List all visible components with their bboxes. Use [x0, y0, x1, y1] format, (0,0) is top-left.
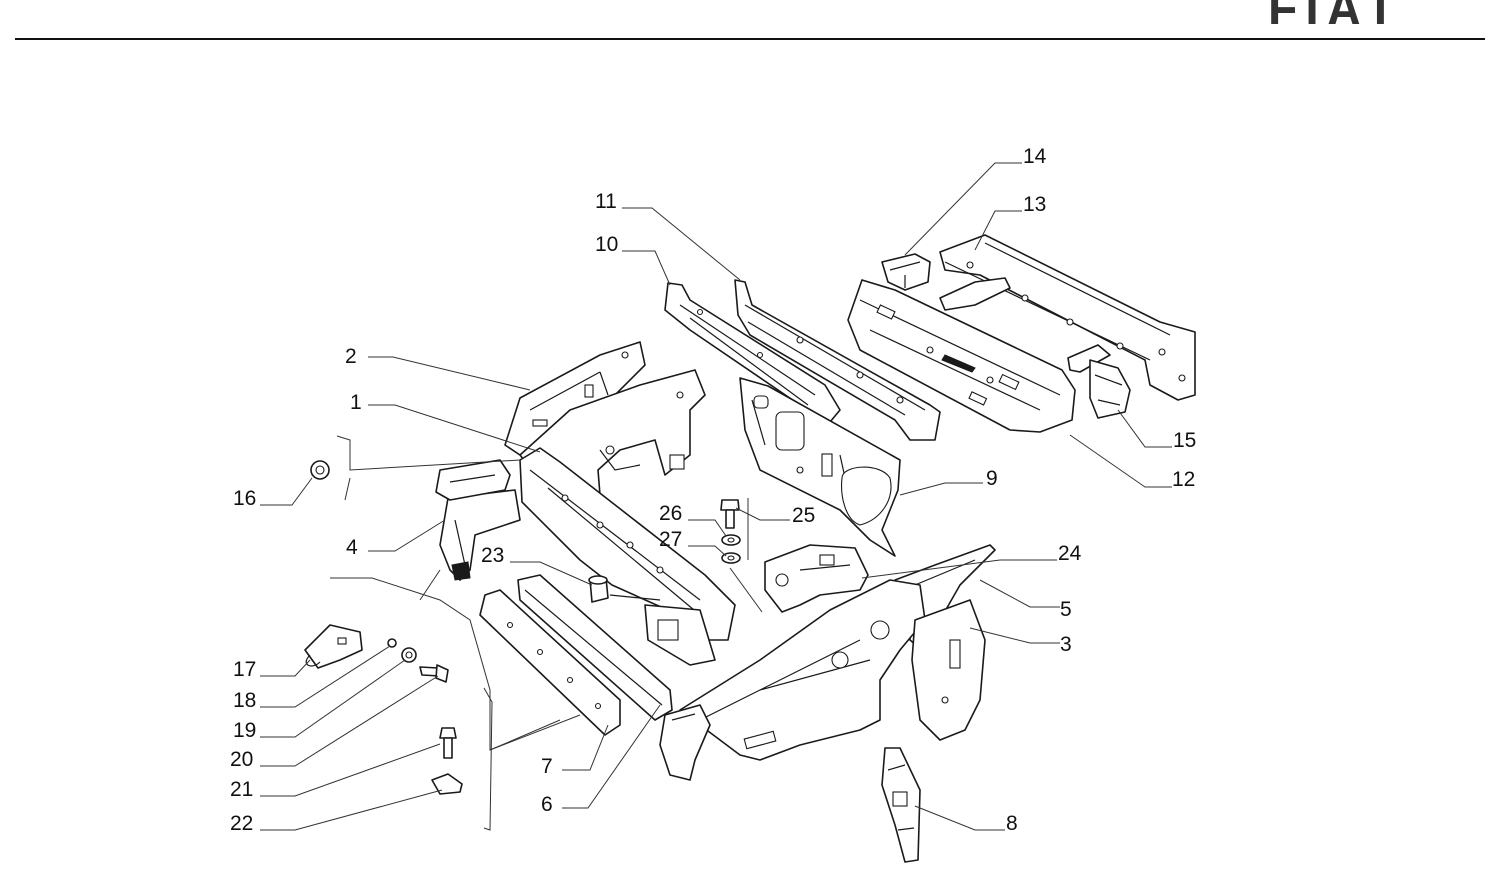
callout-12: 12	[1172, 468, 1195, 491]
callout-9: 9	[986, 467, 998, 490]
part-2-wheelhouse-upper-left	[504, 341, 646, 456]
brand-logo-text: FIAT	[1268, 0, 1393, 24]
brand-logo: FIAT	[1268, 0, 1393, 24]
header-rule	[15, 38, 1485, 40]
callout-17: 17	[233, 658, 256, 681]
callout-10: 10	[595, 233, 618, 256]
callout-2: 2	[345, 345, 357, 368]
callout-24: 24	[1058, 542, 1082, 565]
callout-20: 20	[230, 748, 253, 771]
callout-3: 3	[1060, 633, 1072, 656]
part-26-washer	[721, 534, 741, 546]
part-6-lower-rail-reinforcement	[517, 574, 673, 721]
callout-14: 14	[1023, 145, 1047, 168]
part-4-lower-bracket-left	[435, 459, 521, 581]
part-15-bracket	[1089, 359, 1131, 419]
callout-5: 5	[1060, 598, 1072, 621]
callout-19: 19	[233, 719, 256, 742]
part-13-front-crossmember	[939, 234, 1196, 401]
part-22-clip-nut	[431, 773, 463, 795]
callout-26: 26	[659, 502, 682, 525]
callout-16: 16	[233, 487, 256, 510]
part-23-rubber-bush	[588, 575, 609, 603]
callout-22: 22	[230, 812, 253, 835]
callout-1: 1	[350, 391, 362, 414]
part-12-lower-crossmember	[847, 279, 1076, 433]
callout-21: 21	[230, 778, 253, 801]
callout-23: 23	[481, 544, 504, 567]
part-21-bolt	[439, 727, 457, 759]
callout-6: 6	[541, 793, 553, 816]
callout-4: 4	[346, 536, 358, 559]
part-14-bracket	[881, 253, 931, 291]
part-27-nut	[721, 552, 741, 564]
part-7-lower-rail	[479, 589, 621, 736]
callout-leaders	[260, 162, 1172, 831]
part-18-washer	[387, 638, 397, 648]
part-11-cowl-lower	[734, 279, 941, 441]
part-1-front-rail-left	[519, 369, 736, 666]
assembly-lines	[330, 435, 763, 831]
callout-15: 15	[1173, 429, 1196, 452]
callout-11: 11	[595, 190, 617, 213]
callout-numbers: 1 2 3 4 5 6 7 8 9 10 11 12 13 14 15 16 1…	[230, 145, 1196, 835]
part-24-engine-mount-bracket	[764, 544, 869, 613]
callout-25: 25	[792, 504, 815, 527]
callout-18: 18	[233, 689, 256, 712]
callout-8: 8	[1006, 812, 1018, 835]
part-17-clip	[304, 624, 363, 669]
part-8-tow-bracket	[881, 747, 921, 863]
part-20-bolt	[419, 664, 449, 683]
part-3-wheelhouse-right	[659, 579, 986, 781]
part-25-bolt	[720, 499, 740, 529]
part-16-nut	[310, 460, 330, 480]
part-19-washer	[401, 647, 417, 663]
callout-13: 13	[1023, 193, 1046, 216]
part-9-dash-panel	[739, 377, 901, 557]
callout-27: 27	[659, 528, 682, 551]
callout-7: 7	[541, 755, 553, 778]
